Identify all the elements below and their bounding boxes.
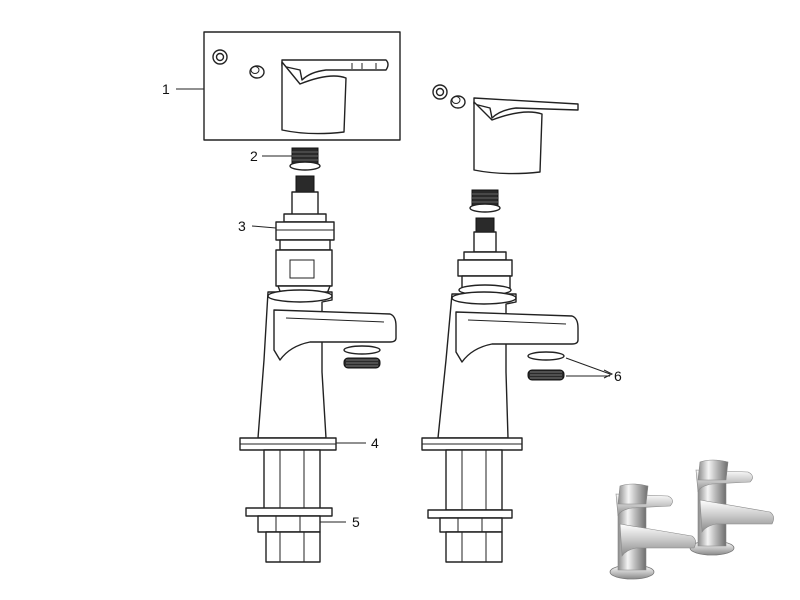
callout-6: 6 [614,368,622,384]
callout-3: 3 [238,218,246,234]
left-aerator [343,345,381,369]
right-nut [432,84,448,100]
left-tap-assembly [239,147,397,563]
product-tap-back [689,459,774,556]
kit-nut [212,49,228,65]
right-lever-handle [473,97,579,175]
product-photo [609,459,774,580]
callout-labels: 1 2 3 4 5 6 [162,81,622,530]
right-spline-adaptor [469,189,501,213]
leader-lines [176,88,614,523]
left-backnut [245,507,333,563]
callout-4: 4 [371,435,379,451]
left-base-plate [239,437,337,451]
right-aerator [527,351,565,381]
right-base-plate [421,437,523,451]
callout-5: 5 [352,514,360,530]
leader-3 [251,225,277,229]
left-shank [263,449,321,511]
product-tap-front [609,483,696,580]
right-handle-assembly [432,84,579,175]
left-cartridge [275,175,335,297]
right-tap-assembly [421,189,579,563]
callout-2: 2 [250,148,258,164]
left-spline-adaptor [289,147,321,171]
kit-cap [249,65,265,79]
right-cap [450,95,466,109]
right-tap-body [437,291,579,439]
left-tap-body [257,289,397,439]
leader-6a [565,357,611,375]
right-cartridge [457,217,513,296]
handle-kit-box [203,31,401,141]
right-shank [445,449,503,511]
right-backnut [427,509,513,563]
callout-1: 1 [162,81,170,97]
kit-lever-handle [281,59,389,135]
